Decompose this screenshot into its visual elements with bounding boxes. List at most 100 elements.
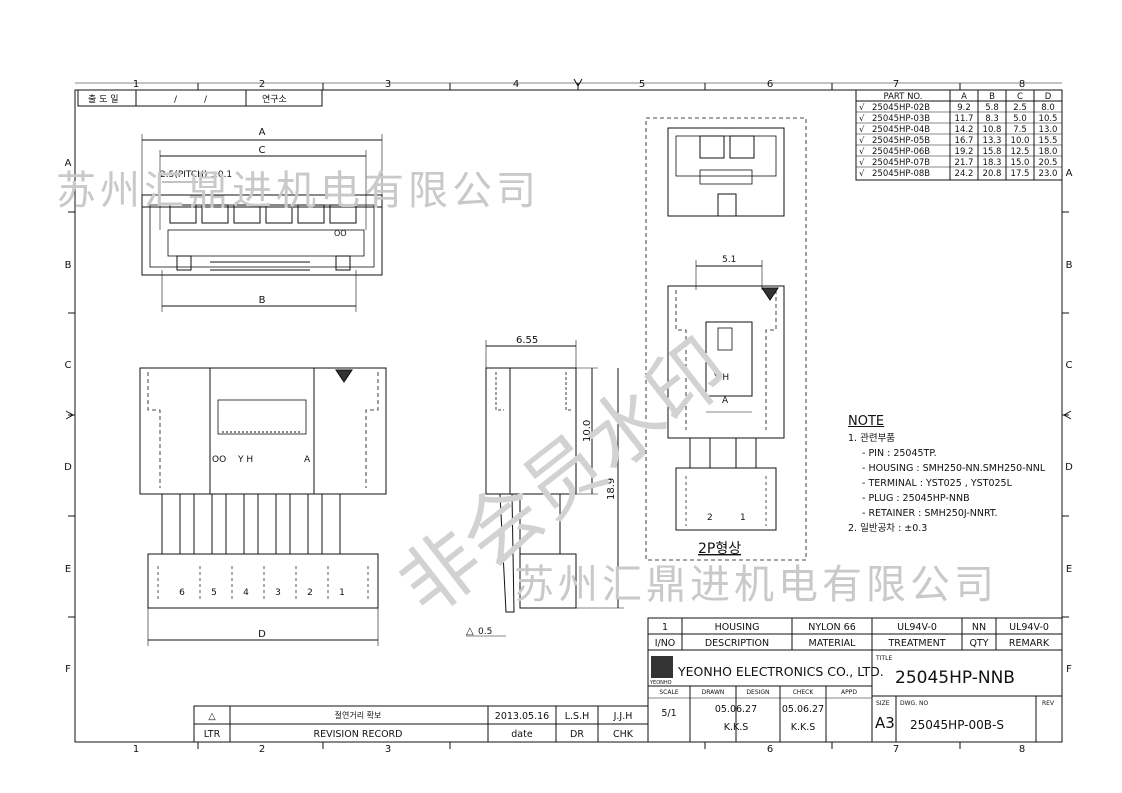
part-dim-cell: 8.0 [1041,103,1055,113]
material-cell: HOUSING [715,622,760,633]
part-row-check: √ [859,147,865,157]
part-dim-cell: 24.2 [955,169,974,179]
col-label: 2 [259,744,265,755]
part-dim-cell: 8.3 [985,114,999,124]
col-label: 7 [893,744,899,755]
note-item-1: 1. 관련부품 [848,433,896,444]
yh-mark: Y H [237,455,253,465]
dwg-label: DWG. NO [900,700,929,707]
drawing-title: 25045HP-NNB [895,668,1015,688]
part-dim-cell: 10.5 [1039,114,1058,124]
col-label: 7 [893,79,899,90]
institute-label: 연구소 [262,94,287,105]
col-label: 3 [385,744,391,755]
part-number-cell: 25045HP-06B [872,147,930,157]
row-label: C [1066,360,1073,371]
part-dim-cell: 15.5 [1039,136,1058,146]
part-row-check: √ [859,158,865,168]
part-row-check: √ [859,103,865,113]
dim-c: C [259,145,266,156]
material-header: TREATMENT [887,638,945,649]
part-dim-cell: 11.7 [955,114,974,124]
part-dim-cell: 19.2 [955,147,974,157]
material-cell: NN [972,622,986,633]
dim-b: B [259,295,266,306]
slash: / [204,95,208,105]
row-label: F [65,664,71,675]
note-retainer: - RETAINER : SMH250J-NNRT. [862,508,998,519]
part-dim-cell: 18.0 [1039,147,1058,157]
dim-d: D [258,629,266,640]
row-label: A [65,158,72,169]
row-label: F [1066,664,1072,675]
part-dim-cell: 10.0 [1011,136,1030,146]
part-table-header: D [1045,92,1052,102]
drawn-date: 05.06.27 [715,704,757,715]
revision-text: 절연거리 확보 [335,710,382,720]
size-value: A3 [875,714,895,732]
check-date: 05.06.27 [782,704,824,715]
part-dim-cell: 13.0 [1039,125,1058,135]
a-mark: A [722,396,729,406]
yh-mark: Y H [713,373,729,383]
revision-date: 2013.05.16 [495,711,549,722]
check-by: K.K.S [791,722,816,733]
part-dim-cell: 15.8 [983,147,1002,157]
part-dim-cell: 14.2 [955,125,974,135]
col-label: 5 [639,79,645,90]
drawn-by: K.K.S [724,722,749,733]
part-dim-cell: 12.5 [1011,147,1030,157]
dim-0-5: 0.5 [478,627,492,637]
col-label: 6 [767,744,773,755]
material-cell: 1 [662,622,668,633]
part-dim-cell: 20.5 [1039,158,1058,168]
part-dim-cell: 13.3 [983,136,1002,146]
dim-10-0: 10.0 [582,420,593,442]
revision-chk: J.J.H [613,711,633,722]
release-date-label: 출 도 일 [88,94,119,105]
col-label: 1 [133,744,139,755]
row-label: D [1065,462,1073,473]
part-row-check: √ [859,169,865,179]
pin-number: 6 [179,588,185,598]
part-number-cell: 25045HP-05B [872,136,930,146]
dim-18-9: 18.9 [606,478,617,500]
part-dim-cell: 21.7 [955,158,974,168]
note-item-2: 2. 일반공차 : ±0.3 [848,523,928,534]
scale-label: SCALE [659,689,678,696]
part-number-cell: 25045HP-08B [872,169,930,179]
pin-number: 5 [211,588,217,598]
revision-header-dr: DR [570,729,584,740]
revision-dr: L.S.H [565,711,590,722]
revision-header-chk: CHK [613,729,634,740]
revision-symbol: △ [208,711,216,722]
part-dim-cell: 20.8 [983,169,1002,179]
pin-number: 4 [243,588,249,598]
dim-6-55: 6.55 [516,335,538,346]
revision-header-ltr: LTR [204,729,221,740]
part-dim-cell: 9.2 [957,103,971,113]
pin-number: 3 [275,588,281,598]
note-block: NOTE 1. 관련부품 - PIN : 25045TP. - HOUSING … [848,414,1045,536]
dwg-number: 25045HP-00B-S [910,718,1004,732]
part-dim-cell: 17.5 [1011,169,1030,179]
part-row-check: √ [859,114,865,124]
dim-5-1: 5.1 [722,255,736,265]
col-label: 2 [259,79,265,90]
drawn-label: DRAWN [702,689,725,696]
oo-mark: OO [212,455,226,465]
company-name: YEONHO ELECTRONICS CO., LTD. [677,664,884,679]
col-label: 1 [133,79,139,90]
row-label: B [65,260,72,271]
a-mark: A [304,455,311,465]
pin-number: 2 [307,588,313,598]
logo-text: YEONHO [649,680,672,686]
part-dim-cell: 23.0 [1039,169,1058,179]
pin-number: 2 [707,513,713,523]
revision-header-record: REVISION RECORD [314,729,403,740]
material-header: QTY [969,638,988,649]
part-row-check: √ [859,136,865,146]
col-label: 6 [767,79,773,90]
part-dim-cell: 7.5 [1013,125,1027,135]
pin-number: 1 [339,588,345,598]
